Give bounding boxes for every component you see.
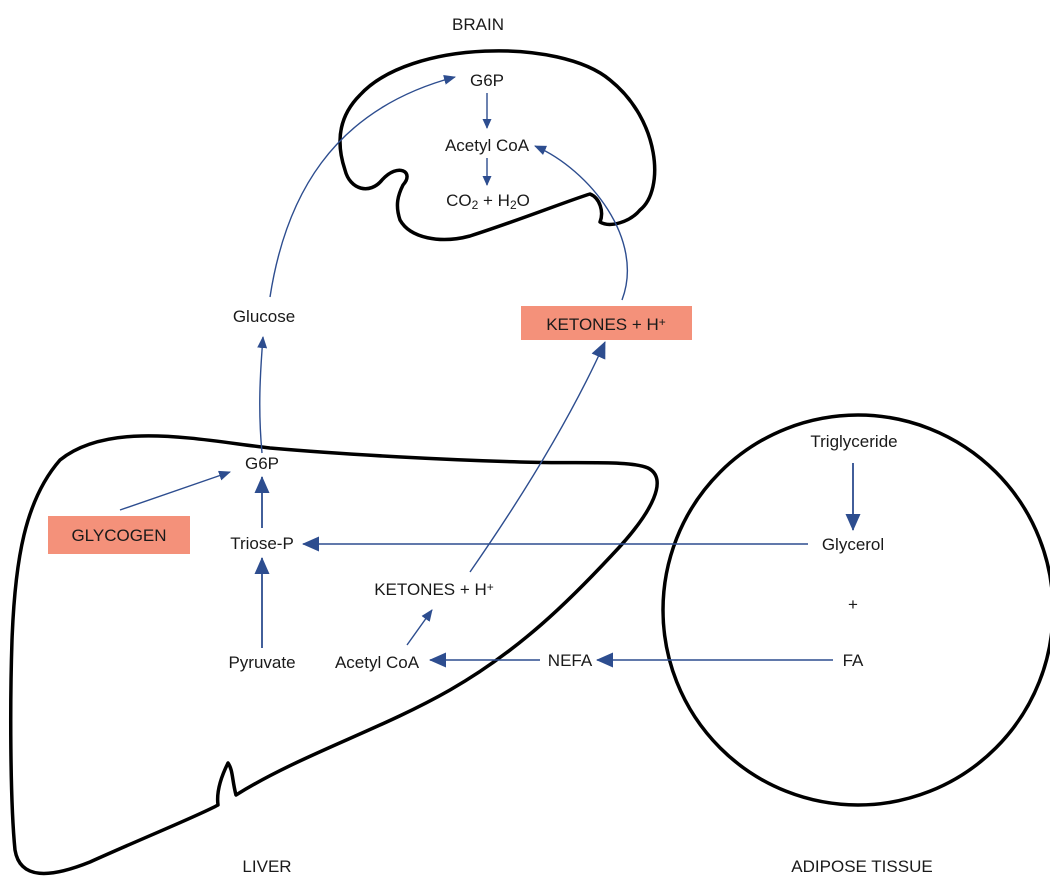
glycerol-label: Glycerol	[822, 535, 884, 554]
triosep-label: Triose-P	[230, 534, 294, 553]
h2o-subscript: 2	[510, 198, 517, 212]
adipose-plus-label: +	[848, 595, 858, 614]
blood-ketones-box	[521, 306, 692, 340]
brain-label: BRAIN	[452, 15, 504, 34]
adipose-label: ADIPOSE TISSUE	[791, 857, 932, 876]
arrow-glycogen-to-g6p	[119, 470, 231, 511]
triglyceride-label: Triglyceride	[810, 432, 897, 451]
glucose-label: Glucose	[233, 307, 295, 326]
liver-ketones-text: KETONES + H	[374, 580, 487, 599]
liver-ketones-label: KETONES + H+	[374, 580, 494, 599]
blood-ketones-superscript: +	[659, 315, 666, 329]
pyruvate-label: Pyruvate	[228, 653, 295, 672]
liver-label: LIVER	[242, 857, 291, 876]
co2-text: CO	[446, 191, 472, 210]
arrow-ketones-to-brain-acetylcoa	[534, 145, 628, 301]
glycogen-box	[48, 516, 190, 554]
h2o-o-text: O	[517, 191, 530, 210]
brain-acetylcoa-label: Acetyl CoA	[445, 136, 530, 155]
liver-acetylcoa-label: Acetyl CoA	[335, 653, 420, 672]
brain-g6p-label: G6P	[470, 71, 504, 90]
blood-ketones-label: KETONES + H+	[546, 315, 666, 334]
brain-co2-h2o-label: CO2 + H2O	[446, 191, 530, 212]
liver-g6p-label: G6P	[245, 454, 279, 473]
fa-label: FA	[843, 651, 864, 670]
liver-outline	[9, 434, 659, 876]
arrow-liver-ketones-to-blood-ketones	[469, 341, 606, 573]
glycogen-label: GLYCOGEN	[71, 526, 166, 545]
plus-h-text: + H	[478, 191, 510, 210]
brain-outline	[338, 49, 657, 242]
nefa-label: NEFA	[548, 651, 593, 670]
liver-ketones-superscript: +	[487, 580, 494, 594]
adipose-outline	[661, 413, 1050, 807]
arrow-acetylcoa-to-liver-ketones	[406, 609, 433, 646]
blood-ketones-text: KETONES + H	[546, 315, 659, 334]
arrow-liver-g6p-to-glucose	[257, 336, 268, 454]
co2-subscript: 2	[472, 198, 479, 212]
arrow-glucose-to-brain-g6p	[269, 74, 456, 298]
